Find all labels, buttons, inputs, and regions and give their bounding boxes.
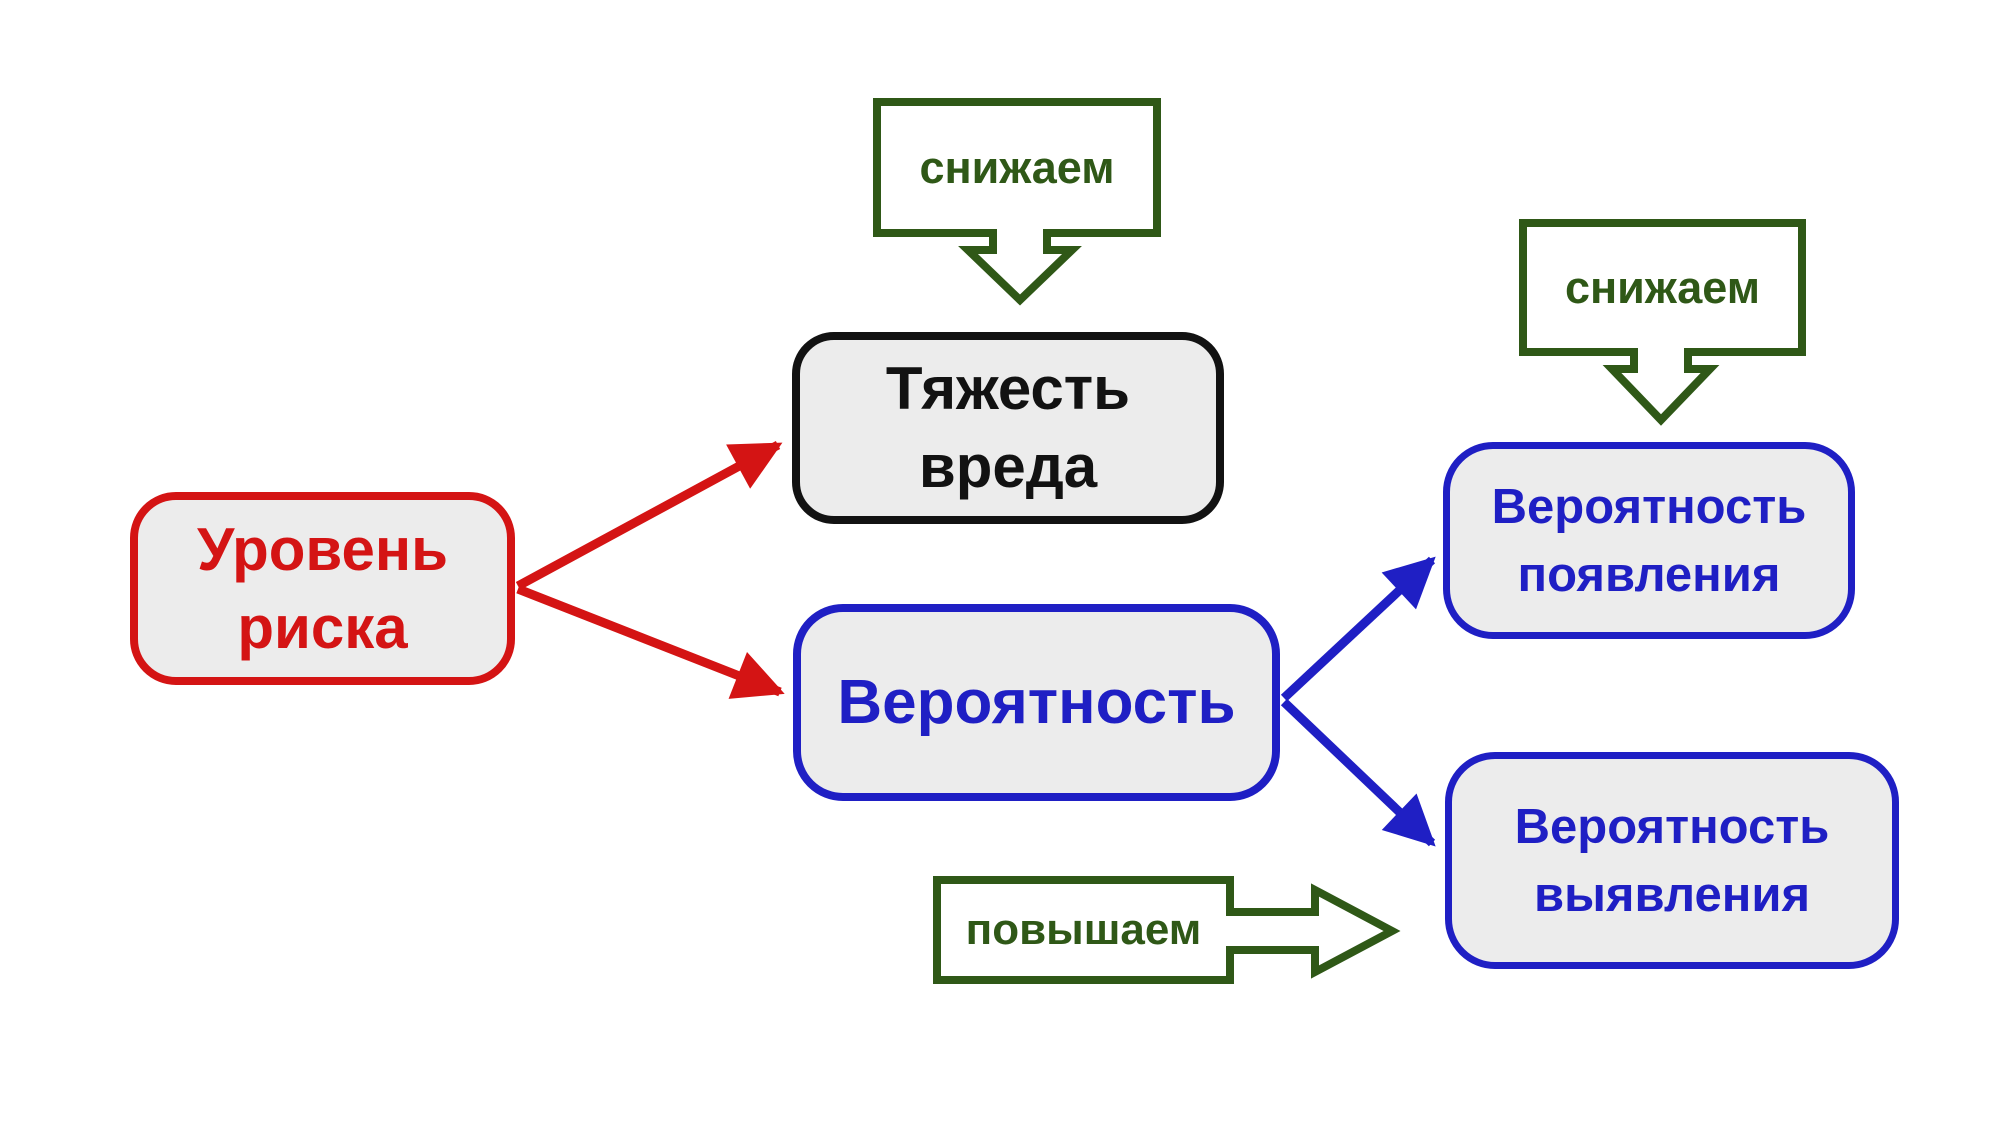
node-probability-of-occurrence: Вероятность появления bbox=[1443, 442, 1855, 639]
node-severity-of-harm: Тяжесть вреда bbox=[792, 332, 1224, 524]
node-risk-level-line1: Уровень bbox=[197, 515, 448, 583]
node-probability-line1: Вероятность bbox=[837, 667, 1236, 737]
node-risk-level: Уровень риска bbox=[130, 492, 515, 685]
callout-reduce-severity-label: снижаем bbox=[919, 141, 1115, 193]
node-risk-level-line2: риска bbox=[237, 593, 408, 661]
node-probability-of-detection: Вероятность выявления bbox=[1445, 752, 1899, 969]
node-probability: Вероятность bbox=[793, 604, 1280, 801]
node-severity-line1: Тяжесть bbox=[885, 355, 1131, 422]
arrow-probability-to-occurrence bbox=[1280, 556, 1436, 702]
node-occurrence-line2: появления bbox=[1517, 547, 1781, 602]
callout-increase-detection-label: повышаем bbox=[965, 905, 1202, 954]
node-detection-line1: Вероятность bbox=[1514, 799, 1830, 854]
node-detection-line2: выявления bbox=[1533, 867, 1811, 922]
callout-reduce-occurrence-label: снижаем bbox=[1564, 261, 1761, 313]
node-occurrence-line1: Вероятность bbox=[1491, 479, 1807, 534]
arrow-risk-to-severity bbox=[515, 441, 783, 590]
arrow-risk-to-probability bbox=[516, 584, 785, 699]
node-severity-line2: вреда bbox=[918, 433, 1098, 500]
arrow-probability-to-detection bbox=[1280, 698, 1436, 847]
